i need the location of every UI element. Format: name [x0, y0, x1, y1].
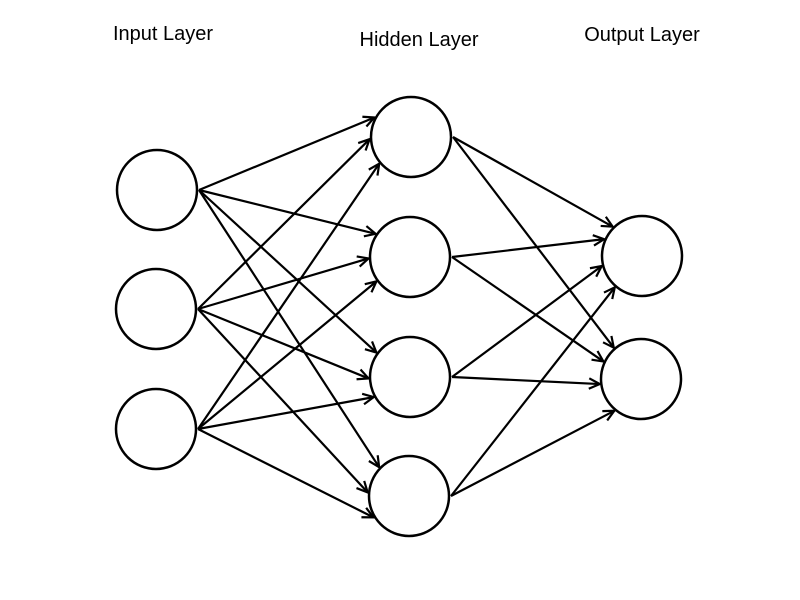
- edge-line: [450, 286, 616, 497]
- input-layer-label: Input Layer: [112, 23, 214, 45]
- edge-line: [452, 136, 614, 228]
- arrowhead-icon: [603, 285, 617, 300]
- arrowhead-icon: [602, 335, 616, 350]
- edge-hidden-2-output-2: [451, 256, 606, 363]
- edge-line: [451, 256, 605, 363]
- hidden-1-node: [369, 95, 453, 179]
- output-layer-label: Output Layer: [584, 24, 700, 46]
- edge-line: [451, 238, 605, 259]
- edge-input-2-hidden-4: [197, 308, 370, 495]
- arrowhead-icon: [362, 115, 377, 128]
- output-2-node: [599, 337, 683, 421]
- edge-line: [198, 189, 381, 468]
- input-1-node: [115, 148, 199, 232]
- edge-line: [197, 257, 369, 311]
- edge-input-2-hidden-3: [197, 307, 371, 381]
- edge-input-2-hidden-2: [197, 255, 371, 311]
- edge-hidden-3-output-1: [451, 264, 604, 378]
- hidden-4-node: [367, 454, 451, 538]
- edge-line: [197, 396, 374, 431]
- edge-input-1-hidden-3: [198, 189, 379, 355]
- edge-line: [451, 265, 603, 378]
- edge-hidden-4-output-2: [450, 409, 617, 497]
- edge-line: [197, 428, 374, 519]
- edge-line: [450, 409, 615, 497]
- arrowhead-icon: [588, 377, 603, 390]
- arrowhead-icon: [368, 455, 381, 470]
- output-1-node: [600, 214, 684, 298]
- edge-input-2-hidden-1: [197, 137, 372, 310]
- nodes-group: [114, 95, 684, 538]
- edge-line: [452, 136, 615, 349]
- edge-line: [198, 116, 375, 192]
- edge-input-1-hidden-4: [198, 189, 381, 470]
- input-3-node: [114, 387, 198, 471]
- edge-hidden-1-output-2: [452, 136, 616, 350]
- hidden-3-node: [368, 335, 452, 419]
- arrowhead-icon: [600, 216, 615, 228]
- edge-line: [197, 307, 369, 380]
- edge-hidden-3-output-2: [451, 375, 603, 390]
- arrowhead-icon: [364, 279, 379, 293]
- arrowhead-icon: [356, 480, 370, 495]
- edge-input-3-hidden-2: [197, 279, 379, 430]
- edge-input-3-hidden-1: [197, 161, 381, 430]
- arrowhead-icon: [361, 392, 377, 406]
- edge-line: [197, 280, 378, 430]
- arrowhead-icon: [592, 234, 607, 247]
- edge-line: [198, 189, 378, 354]
- arrowhead-icon: [361, 507, 376, 519]
- edge-line: [198, 188, 376, 235]
- hidden-2-node: [368, 215, 452, 299]
- arrowhead-icon: [591, 350, 606, 363]
- edge-input-1-hidden-1: [198, 115, 377, 192]
- input-2-node: [114, 267, 198, 351]
- arrowhead-icon: [356, 368, 371, 381]
- edge-input-1-hidden-2: [198, 188, 379, 238]
- arrowhead-icon: [363, 225, 379, 238]
- edge-hidden-1-output-1: [452, 136, 615, 228]
- arrowhead-icon: [368, 161, 381, 176]
- edge-input-3-hidden-4: [197, 428, 376, 519]
- hidden-layer-label: Hidden Layer: [359, 29, 479, 51]
- edge-input-3-hidden-3: [197, 392, 377, 431]
- edge-hidden-4-output-1: [450, 285, 617, 497]
- arrowhead-icon: [356, 255, 371, 268]
- arrowhead-icon: [589, 264, 604, 278]
- arrowhead-icon: [602, 409, 617, 422]
- arrowhead-icon: [357, 137, 372, 151]
- edge-line: [451, 375, 600, 386]
- edge-line: [197, 308, 369, 494]
- edges-group: [197, 115, 617, 519]
- edge-line: [197, 138, 371, 310]
- edge-hidden-2-output-1: [451, 234, 607, 259]
- edge-line: [197, 163, 381, 430]
- arrowhead-icon: [364, 341, 379, 355]
